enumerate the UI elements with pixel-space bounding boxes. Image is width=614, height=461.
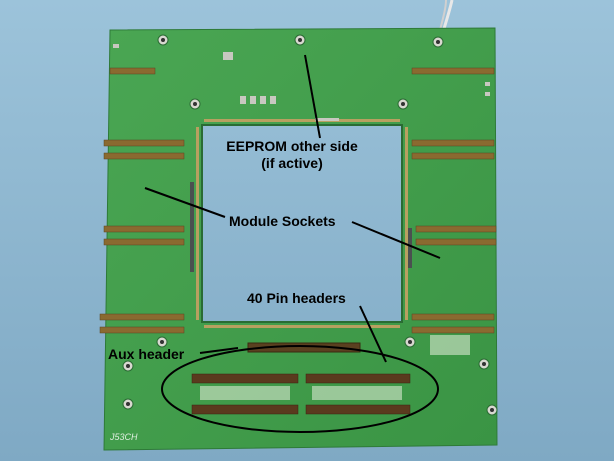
right-module-strip	[408, 228, 412, 268]
aux-header-pins	[247, 342, 361, 353]
aux-header-annotation: Aux header	[108, 346, 185, 362]
window-pins	[196, 119, 408, 328]
left-headers	[99, 67, 185, 334]
mounting-holes	[122, 34, 498, 416]
eeprom-annotation: EEPROM other side (if active)	[222, 138, 362, 172]
right-headers	[411, 67, 497, 334]
module-sockets-annotation: Module Sockets	[229, 213, 336, 229]
eeprom-annotation-line2: (if active)	[261, 155, 323, 171]
window-edge	[201, 124, 403, 323]
annotation-lines	[144, 54, 441, 433]
smd-pads	[113, 44, 490, 121]
pin-headers-annotation: 40 Pin headers	[247, 290, 346, 306]
left-module-strip	[190, 182, 194, 272]
forty-pin-headers	[191, 373, 411, 415]
silkscreen-marks	[200, 335, 470, 400]
eeprom-annotation-line1: EEPROM other side	[226, 138, 358, 154]
board-marking: J53CH	[110, 432, 138, 442]
